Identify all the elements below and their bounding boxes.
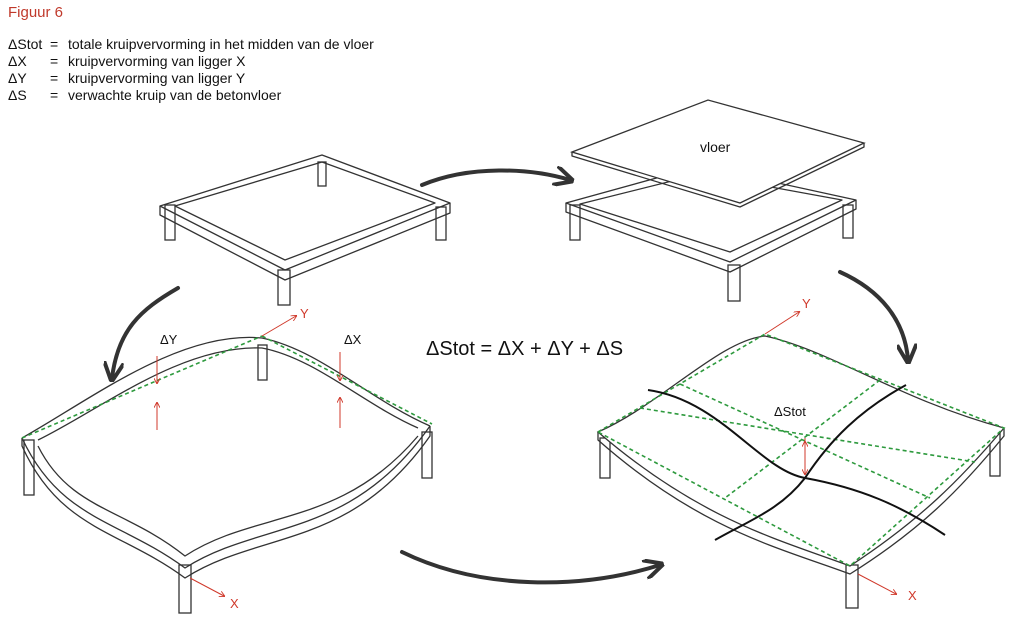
deformed-beam-front-inner: [37, 435, 419, 557]
deformed-beam-front: [21, 425, 431, 569]
frame-side: [565, 200, 857, 273]
process-arrow: [400, 550, 660, 585]
label-axis-x: X: [230, 596, 239, 611]
reference-line: [679, 383, 931, 499]
process-arrow: [112, 286, 180, 378]
frame-leg: [842, 204, 854, 239]
frame-leg: [569, 204, 581, 241]
legend-text: kruipvervorming van ligger Y: [68, 70, 246, 86]
legend-text: totale kruipvervorming in het midden van…: [68, 36, 374, 52]
process-arrow: [420, 170, 570, 187]
slab-edge: [571, 143, 865, 208]
frame-bottom-left: [21, 316, 433, 614]
frame-side: [159, 203, 451, 281]
legend-row-s: ΔS = verwachte kruip van de betonvloer: [8, 87, 374, 104]
legend-symbol: ΔStot: [8, 36, 43, 52]
frame-inner: [174, 161, 436, 261]
label-delta-x: ΔX: [344, 332, 362, 347]
label-delta-y: ΔY: [160, 332, 178, 347]
frame-leg: [599, 437, 611, 479]
frame-leg: [317, 161, 327, 187]
legend-text: kruipvervorming van ligger X: [68, 53, 246, 69]
label-axis-y: Y: [300, 306, 309, 321]
deformed-beam-side: [21, 426, 431, 579]
legend-row-stot: ΔStot = totale kruipvervorming in het mi…: [8, 36, 374, 53]
deformed-beam-back-inner: [37, 347, 419, 441]
deformed-slab-edge: [597, 428, 1005, 575]
legend-equals: =: [50, 36, 59, 52]
frame-leg: [23, 439, 35, 496]
figure-title: Figuur 6: [8, 4, 64, 21]
legend-row-x: ΔX = kruipvervorming van ligger X: [8, 53, 374, 70]
legend-equals: =: [50, 53, 59, 69]
reference-line: [724, 379, 881, 499]
legend-symbol: ΔY: [8, 70, 27, 86]
legend: ΔStot = totale kruipvervorming in het mi…: [8, 36, 374, 104]
frame-leg: [277, 269, 291, 306]
deformed-beam-back: [21, 336, 431, 439]
label-delta-stot: ΔStot: [774, 404, 806, 419]
frame-leg: [421, 431, 433, 479]
reference-outline: [596, 333, 1006, 567]
legend-row-y: ΔY = kruipvervorming van ligger Y: [8, 70, 374, 87]
process-arrow: [838, 270, 908, 360]
frame-leg: [435, 206, 447, 241]
frame-inner: [579, 173, 843, 253]
reference-line: [21, 335, 263, 439]
frame-top-right: [565, 99, 866, 302]
frame-leg: [257, 344, 268, 381]
main-equation: ΔStot = ΔX + ΔY + ΔS: [426, 338, 624, 360]
label-axis-x: X: [908, 588, 917, 603]
frame-leg: [178, 564, 192, 614]
legend-symbol: ΔX: [8, 53, 27, 69]
legend-equals: =: [50, 87, 59, 103]
frame-leg: [845, 564, 859, 609]
deformed-slab: [596, 335, 1006, 567]
label-vloer: vloer: [700, 139, 731, 155]
y-axis-arrow: [764, 312, 799, 335]
legend-text: verwachte kruip van de betonvloer: [68, 87, 282, 103]
legend-symbol: ΔS: [8, 87, 27, 103]
label-axis-y: Y: [802, 296, 811, 311]
x-axis-arrow: [189, 577, 224, 596]
reference-line: [639, 407, 976, 463]
legend-equals: =: [50, 70, 59, 86]
deflection-curve: [714, 384, 907, 541]
frame-leg: [727, 264, 741, 302]
y-axis-arrow: [261, 316, 296, 337]
reference-line: [261, 335, 433, 425]
x-axis-arrow: [857, 573, 896, 594]
frame-bottom-right: [596, 312, 1006, 609]
frame-top-left: [159, 154, 451, 306]
